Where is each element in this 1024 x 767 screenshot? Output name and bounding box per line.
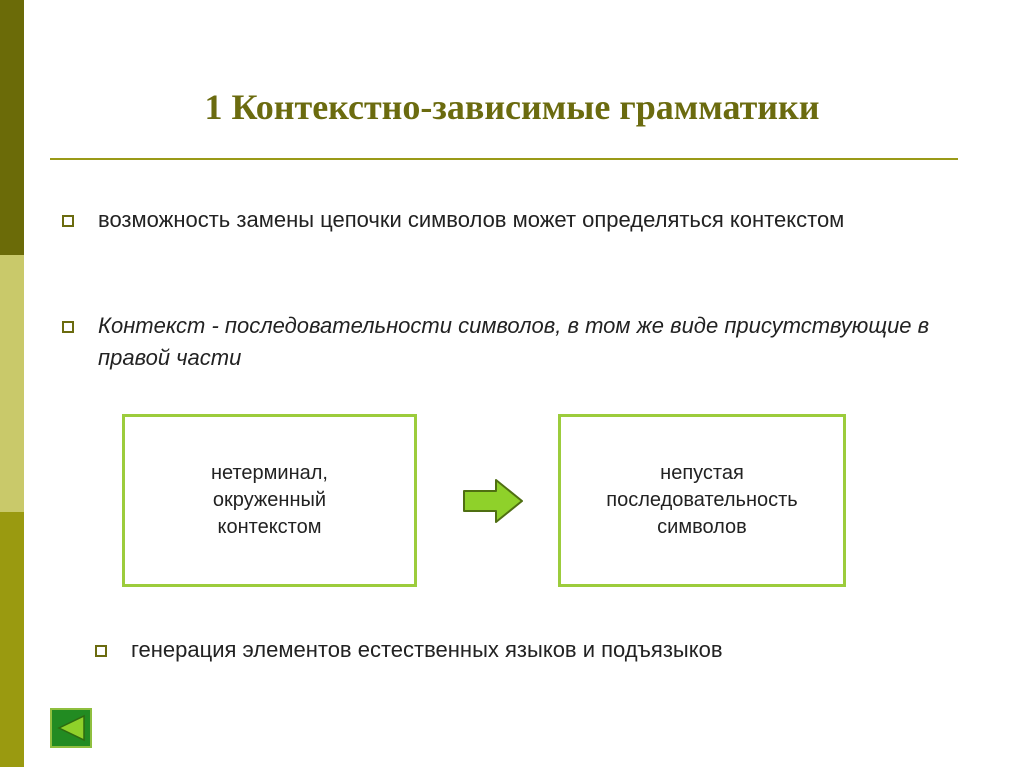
- diagram-box-right-text: непустая последовательность символов: [606, 462, 798, 538]
- back-nav-button[interactable]: [50, 708, 92, 748]
- square-bullet-icon: [95, 645, 107, 657]
- right-arrow-icon: [463, 479, 523, 523]
- bullet-text-2: Контекст - последовательности символов, …: [98, 313, 930, 370]
- bullet-text-1: возможность замены цепочки символов може…: [98, 207, 845, 232]
- back-triangle-icon: [57, 714, 85, 742]
- title-divider: [50, 158, 958, 160]
- slide-title: 1 Контекстно-зависимые грамматики: [204, 87, 820, 127]
- diagram-box-left: нетерминал, окруженный контекстом: [122, 414, 417, 587]
- bullet-item-3: генерация элементов естественных языков …: [95, 634, 975, 666]
- diagram-box-left-text: нетерминал, окруженный контекстом: [210, 462, 328, 538]
- bullet-text-3: генерация элементов естественных языков …: [131, 637, 723, 662]
- square-bullet-icon: [62, 215, 74, 227]
- bullet-item-2: Контекст - последовательности символов, …: [62, 310, 962, 374]
- sidebar-segment-bottom: [0, 512, 24, 767]
- sidebar-segment-middle: [0, 255, 24, 512]
- diagram-box-right: непустая последовательность символов: [558, 414, 846, 587]
- bullet-item-1: возможность замены цепочки символов може…: [62, 204, 962, 236]
- square-bullet-icon: [62, 321, 74, 333]
- sidebar-segment-top: [0, 0, 24, 255]
